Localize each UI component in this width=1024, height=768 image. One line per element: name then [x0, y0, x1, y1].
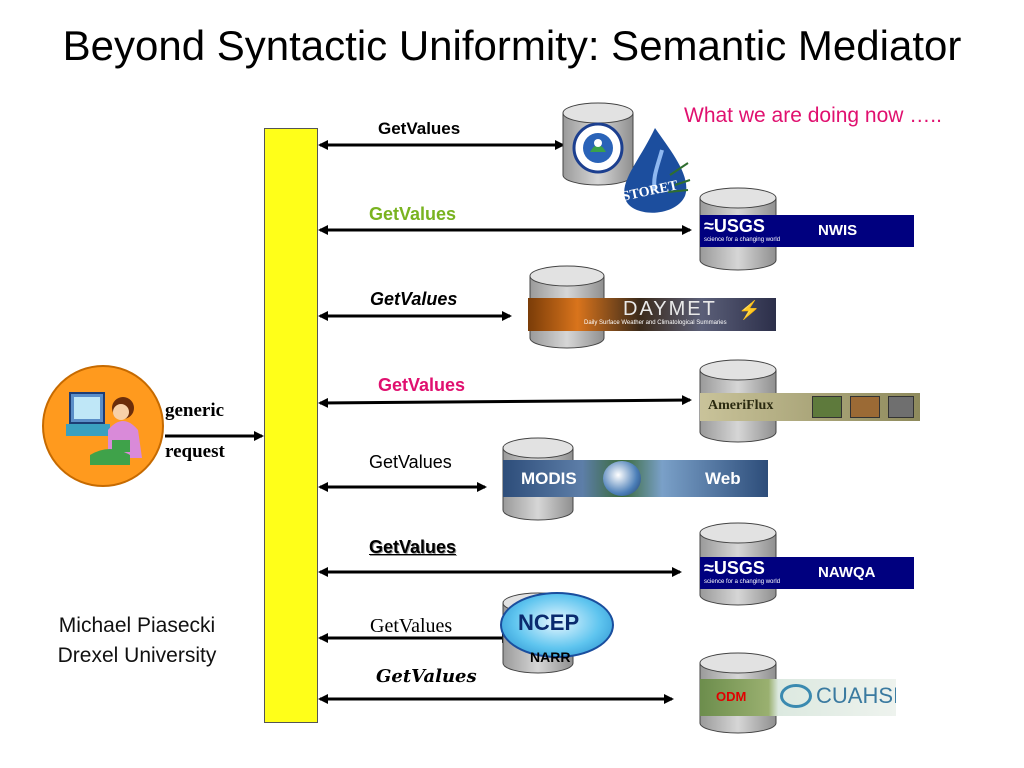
daymet-tagline: Daily Surface Weather and Climatological… — [584, 320, 727, 326]
forest-photo-icon — [812, 396, 842, 418]
usgs-tagline: science for a changing world — [704, 579, 781, 585]
web-label: Web — [705, 469, 741, 488]
tower-photo-icon — [850, 396, 880, 418]
ameriflux-logo: AmeriFlux — [708, 398, 774, 413]
author-affiliation: Drexel University — [57, 644, 217, 667]
modis-banner: MODIS Web — [503, 460, 768, 497]
subtitle: What we are doing now ….. — [684, 104, 942, 127]
ncep-logo: NCEP — [500, 592, 614, 658]
cuahsi-label: CUAHSI — [816, 683, 896, 708]
author-name: Michael Piasecki — [58, 614, 216, 637]
generic-label: generic — [165, 400, 225, 421]
getvalues-label-ncep: GetValues — [370, 615, 453, 637]
usgs-nawqa-banner: ≈USGS science for a changing world NAWQA — [700, 557, 914, 589]
odm-cuahsi-banner: ODM CUAHSI — [700, 679, 896, 716]
ncep-label: NCEP — [518, 610, 580, 635]
getvalues-label-nwis: GetValues — [369, 204, 457, 224]
usgs-nwis-banner: ≈USGS science for a changing world NWIS — [700, 215, 914, 247]
getvalues-label-modis: GetValues — [369, 452, 452, 472]
earth-globe-icon — [603, 461, 641, 496]
ameriflux-banner: AmeriFlux — [700, 393, 920, 421]
getvalues-label-nawqa: GetValues — [369, 537, 457, 557]
modis-label: MODIS — [521, 469, 577, 488]
usgs-logo: ≈USGS — [704, 558, 765, 578]
nwis-label: NWIS — [818, 222, 858, 239]
daymet-banner: DAYMET Daily Surface Weather and Climato… — [528, 298, 776, 331]
daymet-logo: DAYMET — [623, 298, 717, 320]
narr-label: NARR — [530, 649, 571, 665]
lightning-icon: ⚡ — [738, 300, 761, 320]
semantic-mediator-bar — [264, 128, 318, 723]
user-avatar-icon — [42, 365, 164, 487]
odm-label: ODM — [716, 689, 747, 704]
getvalues-label-daymet: GetValues — [370, 289, 458, 309]
nawqa-label: NAWQA — [818, 564, 876, 581]
getvalues-label-ameriflux: GetValues — [378, 375, 466, 395]
cuahsi-logo-icon — [780, 684, 812, 708]
arrow-ameriflux — [318, 395, 692, 408]
instrument-photo-icon — [888, 396, 914, 418]
request-label: request — [165, 441, 225, 462]
getvalues-label-odm: GetValues — [376, 666, 477, 687]
getvalues-label-storet: GetValues — [378, 119, 461, 138]
slide-title: Beyond Syntactic Uniformity: Semantic Me… — [62, 22, 962, 69]
usgs-tagline: science for a changing world — [704, 237, 781, 243]
usgs-logo: ≈USGS — [704, 216, 765, 236]
epa-seal-icon — [572, 122, 624, 174]
storet-drop-icon — [624, 128, 691, 213]
